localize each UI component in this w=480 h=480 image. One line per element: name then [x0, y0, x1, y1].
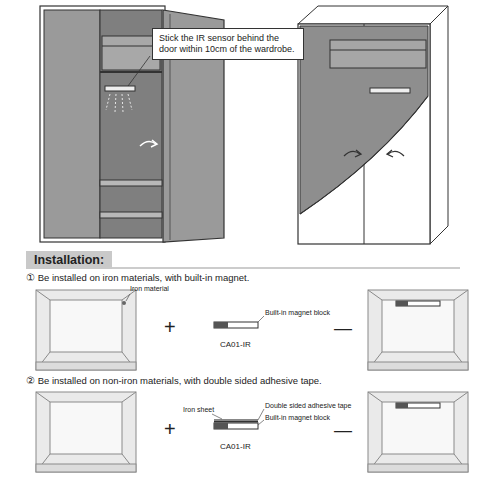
section-heading: Installation:	[26, 251, 112, 269]
model-name: CA01-IR	[220, 442, 251, 451]
plus-sign: +	[164, 418, 176, 441]
callout-box: Stick the IR sensor behind the door with…	[152, 28, 304, 60]
part-name: Built-in magnet block	[265, 309, 330, 317]
dash-sign: —	[334, 318, 352, 339]
callout-text: Stick the IR sensor behind the door with…	[159, 33, 297, 55]
dash-sign: —	[334, 420, 352, 441]
part-name: Double sided adhesive tape	[265, 402, 351, 410]
plus-sign: +	[164, 316, 176, 339]
part-name: Iron sheet	[183, 406, 214, 414]
step-text: ② Be installed on non-iron materials, wi…	[26, 376, 322, 387]
part-name: Built-in magnet block	[265, 414, 330, 422]
model-name: CA01-IR	[220, 340, 251, 349]
part-name: Iron material	[130, 285, 169, 293]
step-text: ① Be installed on iron materials, with b…	[26, 273, 249, 284]
